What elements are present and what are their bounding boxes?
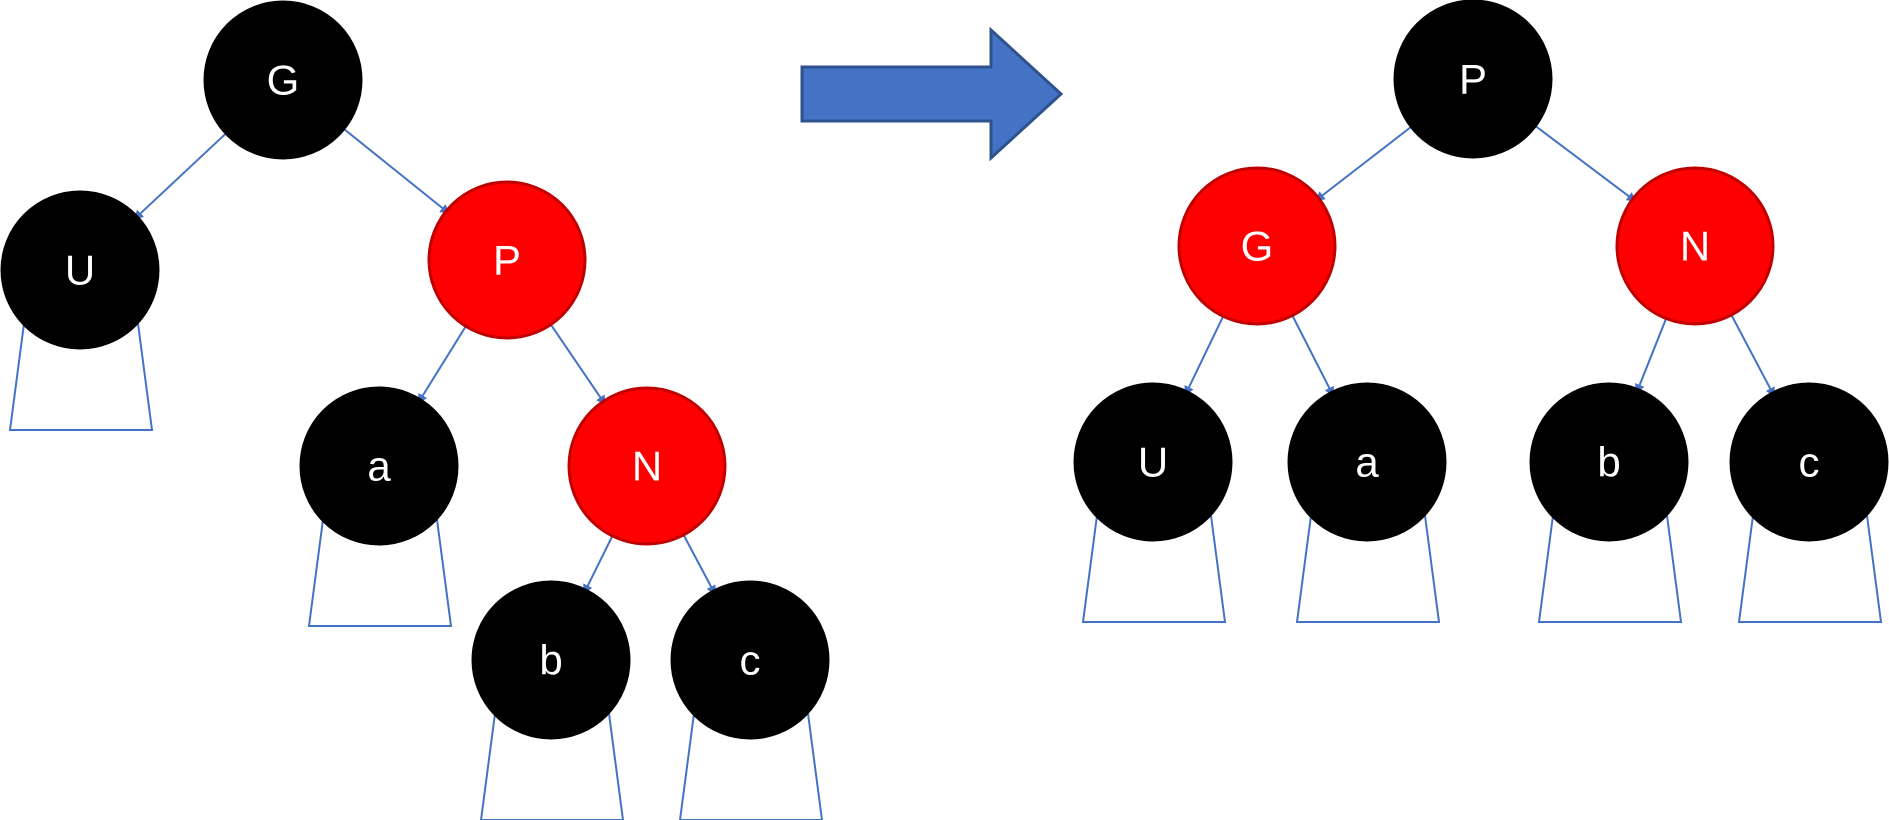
edge-N-b-before [582,535,614,595]
edge-G-a-after [1291,315,1335,397]
node-label-c-after: c [1799,439,1820,486]
node-b-after [1529,382,1689,542]
node-U-before [0,190,160,350]
node-G-after [1177,166,1337,326]
node-label-U-before: U [65,247,95,294]
node-label-P-after: P [1459,56,1487,103]
node-label-N-before: N [632,443,662,490]
node-label-b-before: b [539,637,562,684]
edge-G-U-before [133,132,227,221]
node-label-G-after: G [1241,223,1274,270]
edge-P-N-before [550,323,607,406]
node-label-b-after: b [1597,439,1620,486]
edge-N-b-after [1635,318,1668,395]
edge-P-N-after [1534,125,1637,203]
node-a-before [299,386,459,546]
node-label-a-after: a [1355,439,1379,486]
node-label-c-before: c [740,637,761,684]
node-label-N-after: N [1680,223,1710,270]
right-arrow-icon [800,26,1064,162]
edge-N-c-before [682,534,717,596]
node-label-a-before: a [367,443,391,490]
edge-G-U-after [1184,315,1225,397]
node-N-before [567,386,727,546]
transform-arrow [800,26,1064,162]
node-label-P-before: P [493,237,521,284]
node-a-after [1287,382,1447,542]
edge-P-G-after [1314,125,1412,202]
node-P-before [427,180,587,340]
node-c-after [1729,382,1889,542]
before-tree: G U Pa Nb c [0,0,830,820]
node-P-after [1393,0,1553,159]
node-G-before [203,0,363,160]
edge-N-c-after [1730,314,1776,398]
edge-P-a-before [417,325,467,404]
node-label-G-before: G [267,57,300,104]
node-label-U-after: U [1138,439,1168,486]
edge-G-P-before [343,128,451,215]
node-b-before [471,580,631,740]
node-U-after [1073,382,1233,542]
node-N-after [1615,166,1775,326]
node-c-before [670,580,830,740]
